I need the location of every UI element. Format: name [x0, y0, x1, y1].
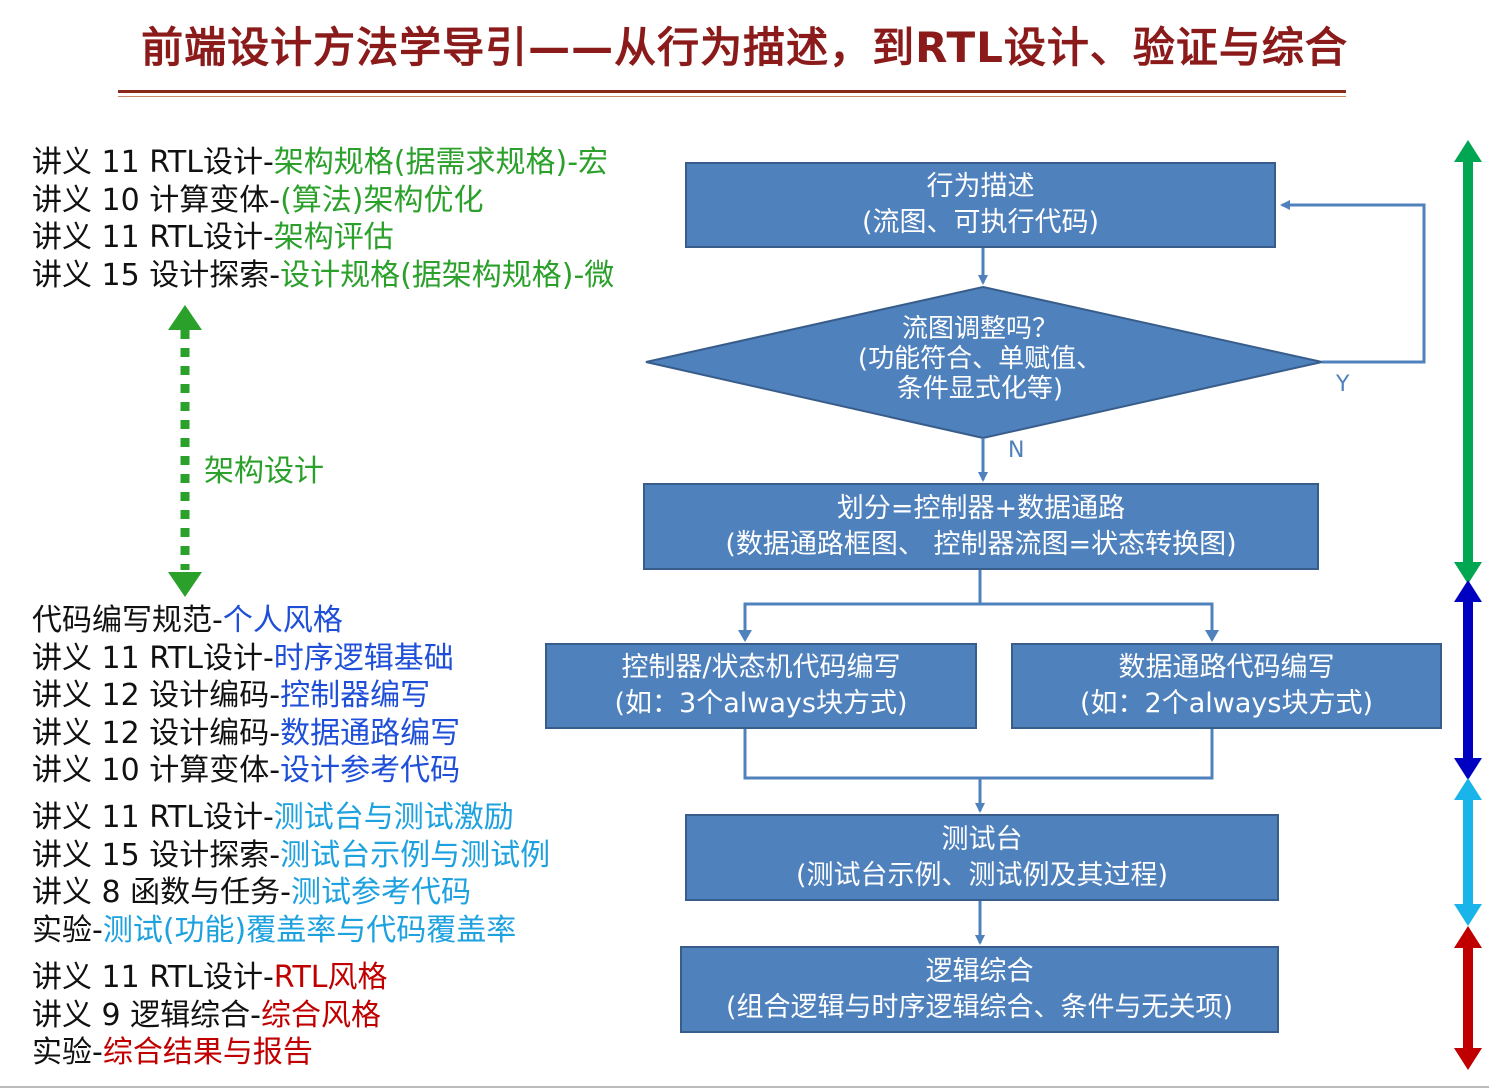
connector-split-branches [743, 602, 1214, 640]
logic-synthesis-box: 逻辑综合 (组合逻辑与时序逻辑综合、条件与无关项) [680, 946, 1279, 1033]
list-item: 讲义 15 设计探索-设计规格(据架构规格)-微 [32, 257, 615, 293]
controller-coding-box: 控制器/状态机代码编写 (如：3个always块方式) [545, 643, 977, 729]
list-item: 实验-测试(功能)覆盖率与代码覆盖率 [32, 912, 517, 948]
list-item: 讲义 8 函数与任务-测试参考代码 [32, 875, 471, 910]
phase-bar-coding [1454, 580, 1482, 780]
list-item: 讲义 12 设计编码-控制器编写 [32, 678, 431, 713]
list-item: 讲义 11 RTL设计-架构评估 [32, 220, 394, 255]
phase-bar-testing [1454, 778, 1482, 926]
coding-lecture-list: 代码编写规范-个人风格 讲义 11 RTL设计-时序逻辑基础 讲义 12 设计编… [32, 602, 460, 790]
architecture-lecture-list: 讲义 11 RTL设计-架构规格(据需求规格)-宏 讲义 10 计算变体-(算法… [32, 144, 614, 294]
list-item: 讲义 9 逻辑综合-综合风格 [32, 997, 381, 1033]
connector-yes-loop [1280, 200, 1426, 364]
list-item: 讲义 12 设计编码-数据通路编写 [32, 715, 461, 751]
behavior-description-box: 行为描述 (流图、可执行代码) [685, 162, 1276, 248]
partition-box: 划分=控制器+数据通路 (数据通路框图、 控制器流图=状态转换图) [643, 483, 1319, 570]
synthesis-lecture-list: 讲义 11 RTL设计-RTL风格 讲义 9 逻辑综合-综合风格 实验-综合结果… [32, 959, 387, 1072]
title-underline [118, 90, 1346, 93]
yes-label: Y [1336, 372, 1350, 397]
decision-text: 流图调整吗？ (功能符合、单赋值、 条件显式化等) [857, 314, 1103, 404]
list-item: 讲义 11 RTL设计-RTL风格 [32, 960, 388, 995]
datapath-coding-box: 数据通路代码编写 (如：2个always块方式) [1011, 643, 1442, 729]
title-underline-thin [118, 96, 1346, 97]
phase-bar-architecture [1454, 140, 1482, 584]
architecture-double-arrow [168, 305, 202, 597]
list-item: 讲义 11 RTL设计-测试台与测试激励 [32, 800, 514, 835]
bottom-divider [0, 1086, 1489, 1088]
architecture-design-label: 架构设计 [204, 454, 324, 489]
list-item: 讲义 11 RTL设计-时序逻辑基础 [32, 640, 454, 676]
list-item: 讲义 10 计算变体-(算法)架构优化 [32, 182, 484, 218]
phase-bar-synthesis [1454, 926, 1482, 1070]
testing-lecture-list: 讲义 11 RTL设计-测试台与测试激励 讲义 15 设计探索-测试台示例与测试… [32, 799, 550, 949]
list-item: 讲义 10 计算变体-设计参考代码 [32, 753, 461, 788]
testbench-box: 测试台 (测试台示例、测试例及其过程) [685, 814, 1279, 901]
list-item: 讲义 15 设计探索-测试台示例与测试例 [32, 837, 551, 873]
list-item: 代码编写规范-个人风格 [32, 603, 343, 638]
connector-join-branches [743, 728, 1214, 780]
page-title: 前端设计方法学导引——从行为描述，到RTL设计、验证与综合 [141, 23, 1348, 72]
list-item: 实验-综合结果与报告 [32, 1035, 313, 1070]
no-label: N [1008, 438, 1025, 463]
list-item: 讲义 11 RTL设计-架构规格(据需求规格)-宏 [32, 145, 609, 180]
